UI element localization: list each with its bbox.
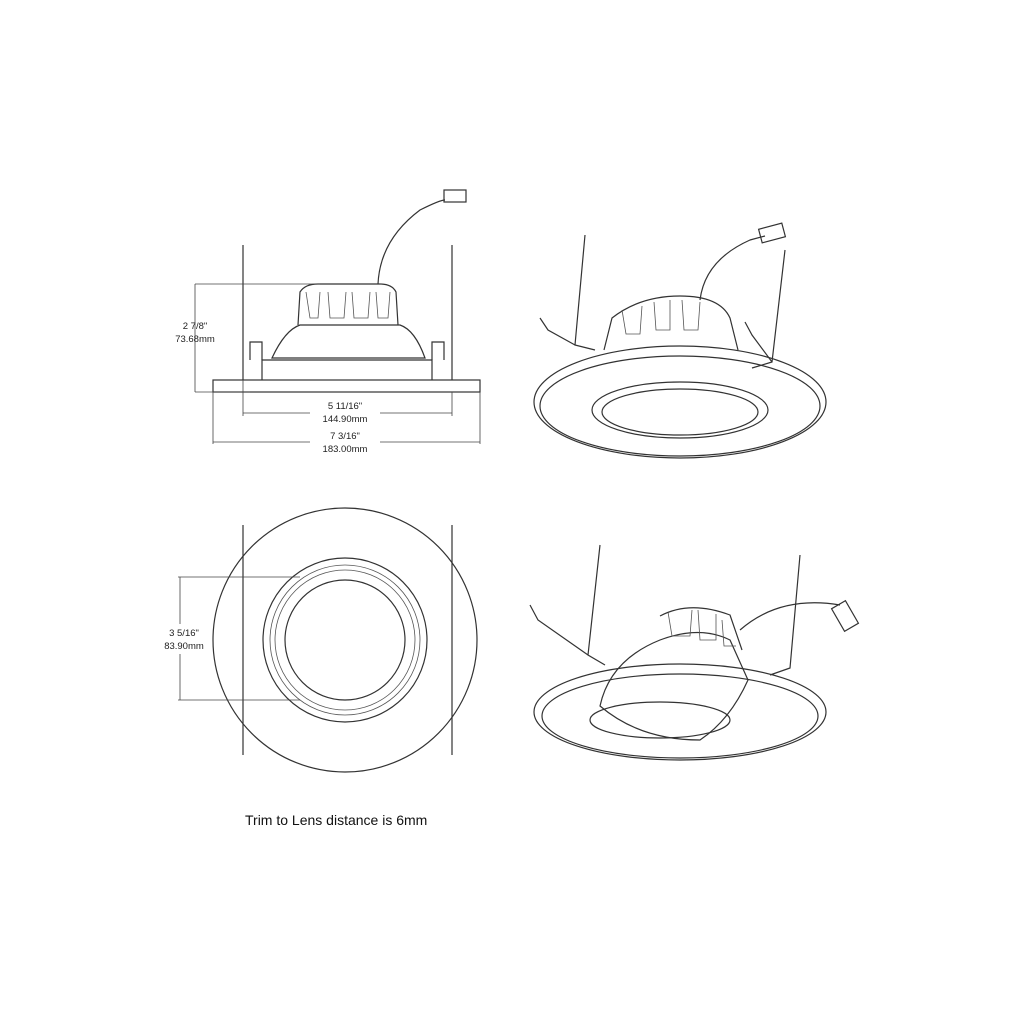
plan-view: 3 5/16" 83.90mm [164, 507, 478, 773]
cutout-imperial: 5 11/16" [328, 401, 362, 412]
lens-imperial: 3 5/16" [169, 628, 199, 639]
perspective-view-tilted [529, 544, 860, 761]
trim-imperial: 7 3/16" [330, 431, 360, 442]
caption: Trim to Lens distance is 6mm [245, 812, 427, 828]
trim-metric: 183.00mm [323, 444, 368, 455]
side-view: 2 7/8" 73.68mm 5 11/16" 144.90mm 7 3/16"… [175, 189, 481, 455]
height-metric: 73.68mm [175, 334, 215, 345]
lens-metric: 83.90mm [164, 641, 204, 652]
height-imperial: 2 7/8" [183, 321, 208, 332]
perspective-view-fixed [533, 222, 827, 459]
cutout-metric: 144.90mm [323, 414, 368, 425]
